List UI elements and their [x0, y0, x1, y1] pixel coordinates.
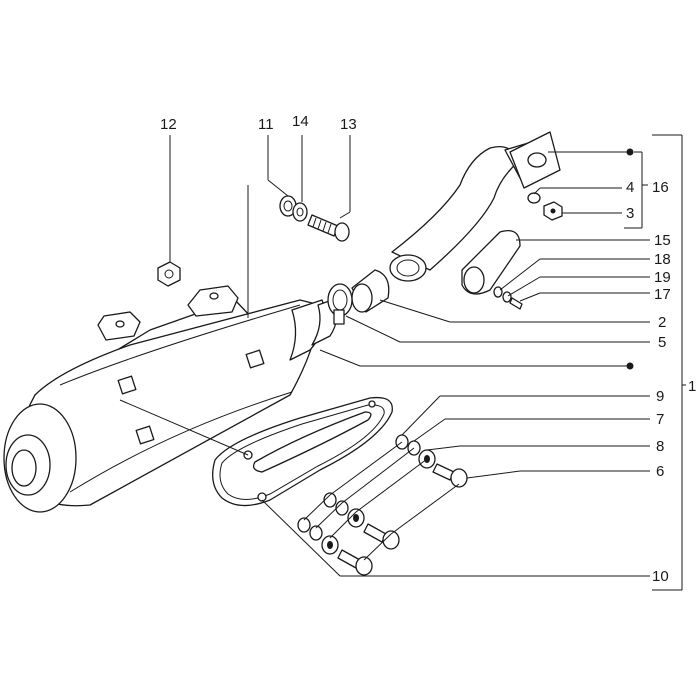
label-6: 6 — [656, 463, 664, 480]
label-9: 9 — [656, 388, 664, 405]
grommet-7-lower — [309, 525, 323, 541]
label-5: 5 — [658, 334, 666, 351]
washer-19 — [502, 291, 512, 303]
muffler — [3, 285, 338, 513]
nut-12 — [157, 261, 181, 287]
screw-6-lower — [337, 549, 373, 576]
label-8: 8 — [656, 438, 664, 455]
leader-lines — [119, 134, 686, 591]
label-12: 12 — [160, 116, 177, 133]
label-3: 3 — [626, 205, 634, 222]
label-2: 2 — [658, 314, 666, 331]
heat-shield — [212, 396, 393, 507]
washer-14 — [292, 202, 308, 222]
callout-labels: 12 11 14 13 4 16 3 15 18 19 17 2 5 1 9 7… — [160, 113, 696, 585]
spring-washer-4 — [527, 192, 541, 204]
label-16: 16 — [652, 179, 669, 196]
spacer-9-mid — [323, 492, 337, 508]
screw-13 — [307, 214, 350, 242]
washer-18 — [493, 286, 503, 298]
spacer-9-lower — [297, 517, 311, 533]
exhaust-header-pipe — [389, 131, 561, 295]
label-7: 7 — [656, 411, 664, 428]
pipe-clamp — [327, 283, 353, 325]
label-10: 10 — [652, 568, 669, 585]
grommet-7-mid — [335, 500, 349, 516]
label-17: 17 — [654, 286, 671, 303]
washer-8-lower — [321, 535, 339, 555]
screw-6-upper — [432, 463, 468, 488]
label-14: 14 — [292, 113, 309, 130]
screw-6-mid — [363, 523, 400, 550]
coupling-sleeve — [351, 269, 390, 313]
label-18: 18 — [654, 251, 671, 268]
label-1: 1 — [688, 378, 696, 395]
label-13: 13 — [340, 116, 357, 133]
bolt-17 — [509, 297, 523, 310]
washer-8-mid — [347, 508, 365, 528]
label-19: 19 — [654, 269, 671, 286]
label-15: 15 — [654, 232, 671, 249]
label-11: 11 — [258, 116, 274, 133]
nut-3 — [543, 201, 563, 221]
label-4: 4 — [626, 179, 634, 196]
leader-dot-16 — [626, 148, 634, 156]
leader-dot-1 — [626, 362, 634, 370]
